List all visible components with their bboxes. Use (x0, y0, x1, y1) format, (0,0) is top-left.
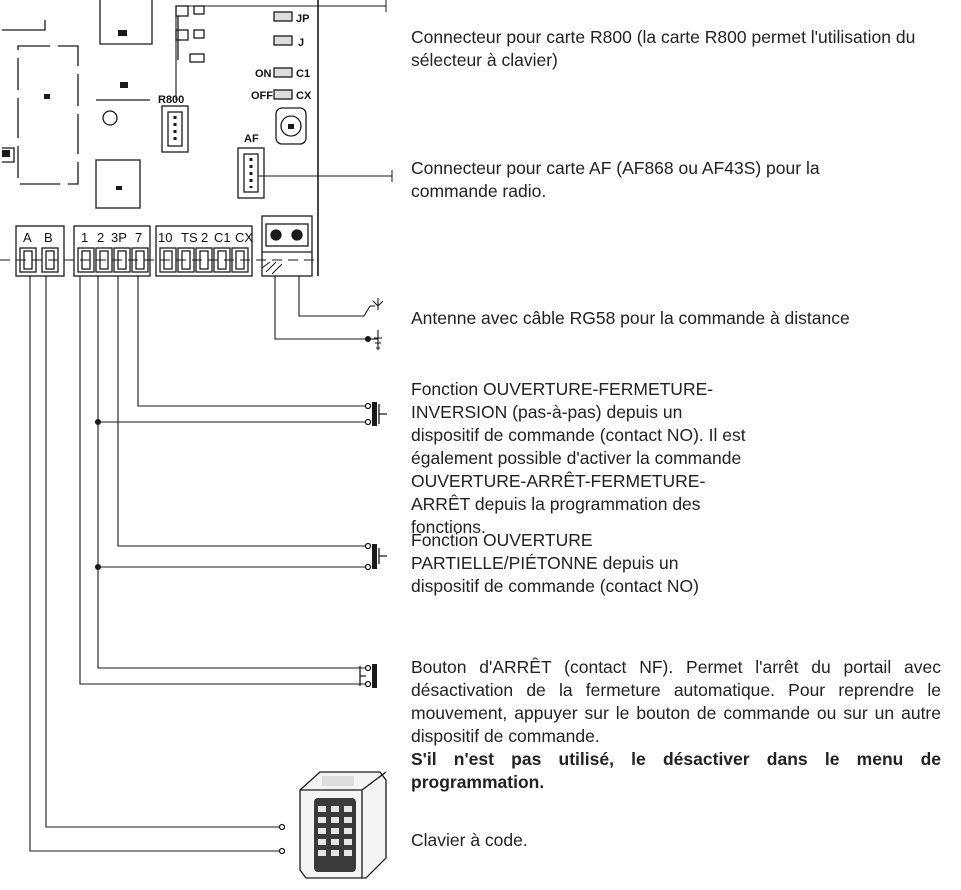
terminal-label-ts: TS (181, 230, 198, 245)
desc-af: Connecteur pour carte AF (AF868 ou AF43S… (411, 158, 820, 201)
control-board (2, 0, 386, 276)
wiring (29, 276, 384, 852)
label-on: ON (255, 68, 272, 80)
code-keypad-icon (278, 771, 387, 879)
label-j: J (298, 37, 304, 49)
push-button-partial-icon (364, 542, 387, 571)
terminal-label-2b: 2 (201, 230, 208, 245)
desc-partial: Fonction OUVERTURE PARTIELLE/PIÉTONNE de… (411, 530, 699, 596)
push-button-step-icon (364, 402, 387, 426)
leader-lines (258, 0, 393, 182)
push-button-stop-icon (359, 664, 377, 688)
terminal-label-cx: CX (235, 230, 253, 245)
terminal-label-10: 10 (158, 230, 172, 245)
desc-stop-block: Bouton d'ARRÊT (contact NF). Permet l'ar… (411, 656, 941, 794)
terminal-label-7: 7 (135, 230, 142, 245)
label-cx: CX (296, 90, 312, 102)
desc-antenna: Antenne avec câble RG58 pour la commande… (411, 308, 850, 328)
terminal-label-3p: 3P (111, 230, 127, 245)
terminal-label-1: 1 (81, 230, 88, 245)
terminal-blocks (0, 215, 320, 277)
label-off: OFF (251, 90, 273, 102)
terminal-label-a: A (23, 230, 32, 245)
label-r800: R800 (158, 94, 184, 106)
desc-step: Fonction OUVERTURE-FERMETURE-INVERSION (… (411, 379, 746, 537)
terminal-label-c1: C1 (214, 230, 231, 245)
terminal-label-b: B (44, 230, 53, 245)
desc-r800: Connecteur pour carte R800 (la carte R80… (411, 27, 916, 70)
desc-keypad: Clavier à code. (411, 830, 528, 850)
label-jp: JP (296, 13, 309, 25)
desc-stop: Bouton d'ARRÊT (contact NF). Permet l'ar… (411, 657, 941, 746)
terminal-label-2: 2 (97, 230, 104, 245)
desc-stop-warning: S'il n'est pas utilisé, le désactiver da… (411, 749, 941, 792)
label-c1: C1 (296, 68, 310, 80)
label-af: AF (244, 133, 259, 145)
